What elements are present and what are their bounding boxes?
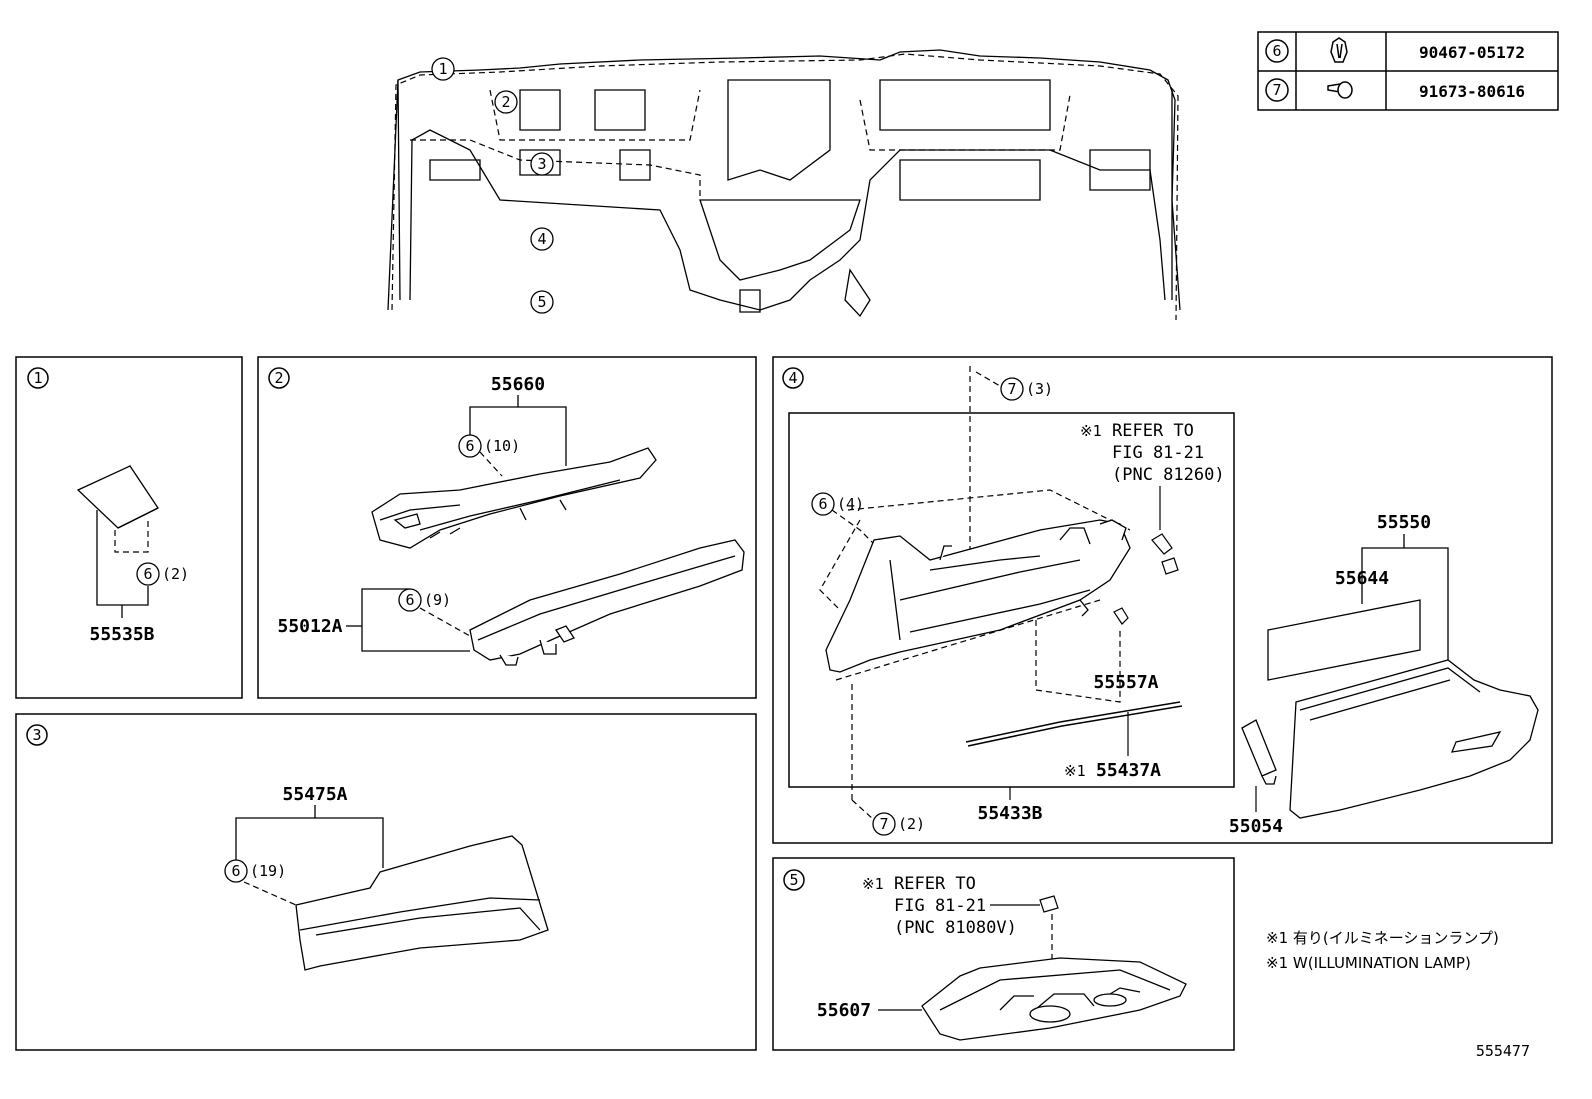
- panel-2-bottom-fastener-qty: (9): [424, 591, 451, 609]
- part-55607: 55607: [817, 1000, 871, 1021]
- panel-4-fastener-b-ref: 6: [818, 495, 827, 513]
- fastener-table: [1257, 31, 1559, 111]
- panel-5-bulb-icon: [1039, 895, 1059, 913]
- part-55475A: 55475A: [282, 784, 347, 805]
- panel-3-number: 3: [32, 726, 41, 744]
- panel-2-leaders-bottom: [419, 607, 471, 637]
- part-55437A-mark: ※1: [1064, 762, 1086, 780]
- panel-2-top-fastener-qty: (10): [484, 437, 520, 455]
- part-55644-drawing: [1267, 599, 1421, 681]
- part-55475A-drawing: [295, 835, 549, 971]
- panel-3-fastener-ref: 6: [231, 862, 240, 880]
- part-55054: 55054: [1229, 816, 1283, 837]
- panel-2-bottom-fastener-ref: 6: [405, 591, 414, 609]
- panel-3-leaders: [243, 881, 297, 906]
- panel-5-number: 5: [789, 871, 798, 889]
- panel-2-bracket-bottom: [346, 588, 470, 652]
- panel-4-number: 4: [788, 369, 797, 387]
- part-number-91673-80616: 91673-80616: [1419, 82, 1525, 101]
- panel-1-number: 1: [33, 369, 42, 387]
- panel-4-fastener-c-circle: [872, 812, 896, 836]
- panel-4-fastener-a-qty: (3): [1026, 380, 1053, 398]
- panel-4-fastener-b-circle: [811, 492, 835, 516]
- note-jp: ※1 有り(イルミネーションランプ): [1266, 929, 1499, 947]
- overview-callout-4: 4: [537, 230, 546, 248]
- overview-callout-5: 5: [537, 293, 546, 311]
- panel-5-refer-mark: ※1: [862, 875, 884, 893]
- part-55012A: 55012A: [277, 616, 342, 637]
- panel-5-refer-line1: REFER TO: [894, 874, 976, 894]
- overview-callout-2: 2: [501, 93, 510, 111]
- overview-dashed-outline: [391, 53, 1179, 321]
- panel-3-bracket: [224, 805, 384, 883]
- panel-5-refer-line3: (PNC 81080V): [894, 918, 1017, 938]
- panel-1: [15, 356, 243, 699]
- part-55644: 55644: [1335, 568, 1389, 589]
- part-55433B-drawing: [825, 519, 1131, 673]
- overview-callout-3: 3: [537, 155, 546, 173]
- part-55535B: 55535B: [89, 624, 154, 645]
- part-55550: 55550: [1377, 512, 1431, 533]
- panel-4-refer-mark: ※1: [1080, 422, 1102, 440]
- panel-5-refer-line2: FIG 81-21: [894, 896, 986, 916]
- panel-4-refer-line2: FIG 81-21: [1112, 443, 1204, 463]
- dashboard-overview: [387, 49, 1181, 318]
- panel-2: [257, 356, 757, 699]
- panel-3-fastener-qty: (19): [250, 862, 286, 880]
- panel-1-bracket: [96, 510, 160, 618]
- part-number-90467-05172: 90467-05172: [1419, 43, 1525, 62]
- part-55660-drawing: [371, 447, 657, 549]
- panel-1-fastener-qty: (2): [162, 565, 189, 583]
- panel-4-refer-line1: REFER TO: [1112, 421, 1194, 441]
- part-55607-drawing: [921, 957, 1187, 1041]
- clip-icon: [1330, 37, 1348, 63]
- part-55550-drawing: [1289, 659, 1539, 819]
- part-55557A-drawing: [1113, 607, 1129, 625]
- part-55437A-drawing: [965, 701, 1183, 747]
- part-55535B-drawing: [76, 465, 159, 529]
- panel-4-fastener-b-qty: (4): [837, 495, 864, 513]
- part-55433B: 55433B: [977, 803, 1042, 824]
- panel-4-fastener-a-ref: 7: [1007, 380, 1016, 398]
- table-ref-6: 6: [1272, 42, 1281, 60]
- panel-2-bracket-top: [458, 395, 567, 466]
- part-55437A: 55437A: [1096, 760, 1161, 781]
- panel-4: [772, 356, 1553, 844]
- panel-3: [15, 713, 757, 1051]
- table-ref-7: 7: [1272, 81, 1281, 99]
- part-55660: 55660: [491, 374, 545, 395]
- part-55054-drawing: [1241, 719, 1277, 785]
- part-55550-bracket: [1361, 534, 1449, 660]
- figure-number: 555477: [1476, 1042, 1530, 1060]
- panel-4-fastener-c-ref: 7: [879, 815, 888, 833]
- panel-4-fastener-c-qty: (2): [898, 815, 925, 833]
- panel-2-top-fastener-ref: 6: [465, 437, 474, 455]
- screw-icon: [1327, 81, 1353, 99]
- panel-1-leaders: [114, 520, 149, 553]
- panel-4-refer-line3: (PNC 81260): [1112, 465, 1225, 485]
- panel-2-number: 2: [274, 369, 283, 387]
- panel-2-leaders-top: [479, 451, 503, 477]
- panel-5: [772, 857, 1235, 1051]
- overview-callouts: [431, 57, 554, 314]
- bulb-socket-icon: [1151, 533, 1179, 575]
- part-55012A-drawing: [469, 539, 745, 666]
- panel-4-fastener-a-circle: [1000, 377, 1024, 401]
- panel-1-fastener-ref: 6: [143, 565, 152, 583]
- note-en: ※1 W(ILLUMINATION LAMP): [1266, 954, 1471, 972]
- overview-callout-1: 1: [438, 60, 447, 78]
- part-55557A: 55557A: [1093, 672, 1158, 693]
